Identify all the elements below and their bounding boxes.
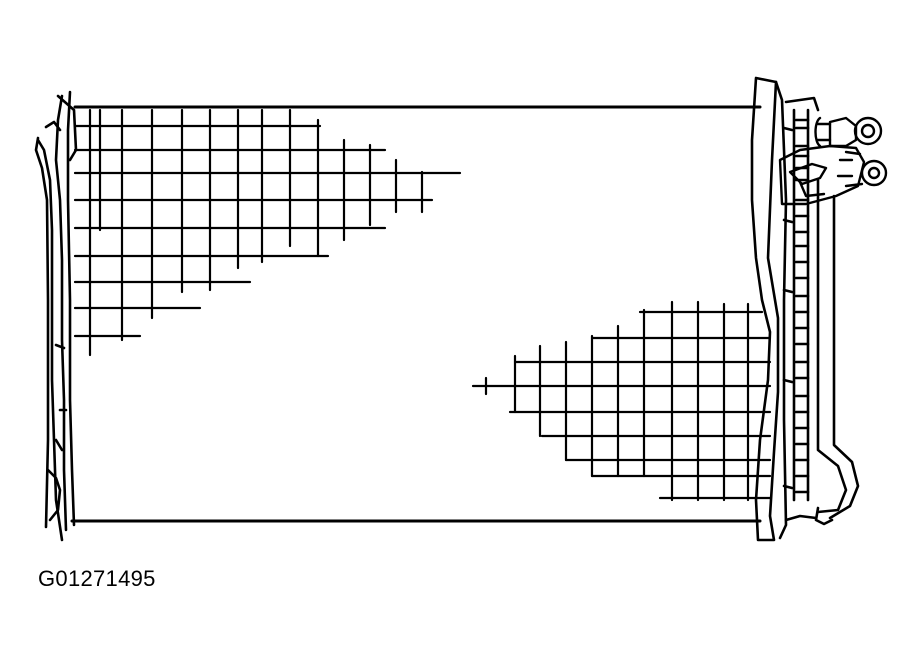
figure-id-label: G01271495	[38, 566, 156, 591]
left-tank	[34, 90, 78, 542]
fin-mesh-lower	[471, 300, 772, 502]
fittings	[778, 116, 888, 206]
fin-mesh-upper	[73, 108, 462, 357]
right-tank	[750, 76, 820, 542]
core-outline	[70, 105, 762, 523]
side-tube	[814, 178, 860, 526]
